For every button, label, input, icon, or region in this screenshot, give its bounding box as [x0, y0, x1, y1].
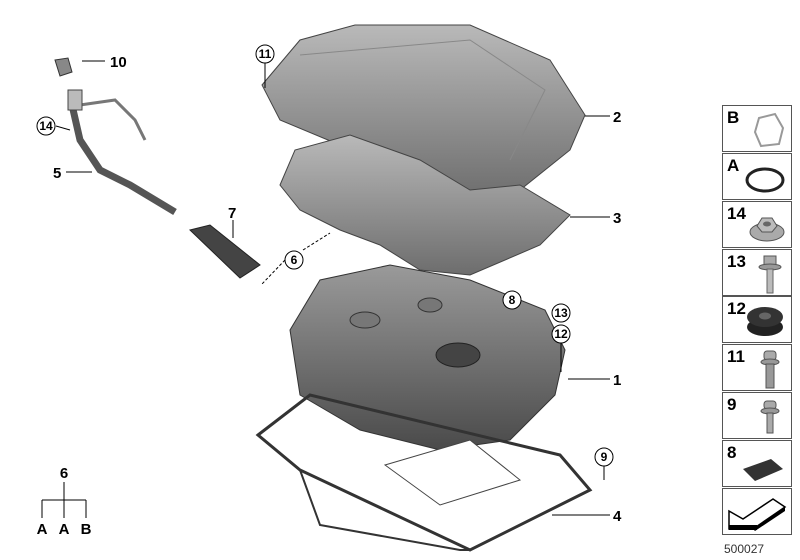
clamp-ring-icon — [753, 112, 785, 148]
tree-child: A — [59, 521, 70, 538]
hex-bolt-icon — [758, 255, 782, 294]
callout-circle — [551, 303, 571, 323]
callout-4: 4 — [613, 508, 622, 525]
legend-item-a[interactable]: A — [722, 153, 792, 200]
callout-14: 14 — [39, 119, 53, 133]
callout-6: 6 — [291, 253, 298, 267]
tree-child: A — [37, 521, 48, 538]
filler-pipe — [54, 57, 177, 216]
callout-1: 1 — [613, 372, 621, 389]
arrow-icon — [728, 498, 787, 531]
assembly-tree: 6 A A B — [37, 465, 92, 538]
torx-bolt-short-icon — [760, 400, 780, 434]
tree-child: B — [81, 521, 92, 538]
tank-tray — [255, 393, 593, 552]
legend-item-14[interactable]: 14 — [722, 201, 792, 248]
legend-item-9[interactable]: 9 — [722, 392, 792, 439]
legend-label: 11 — [727, 347, 745, 366]
legend-label: 8 — [727, 443, 737, 462]
rubber-grommet-icon — [747, 307, 783, 336]
exploded-parts-diagram: 10 14 5 7 6 11 2 3 8 13 12 1 9 4 6 A A B — [36, 24, 622, 552]
tree-root: 6 — [60, 465, 68, 482]
legend-item-b[interactable]: B — [722, 105, 792, 152]
callout-circle — [36, 116, 56, 136]
callout-circle — [502, 290, 522, 310]
legend-label: 13 — [727, 252, 746, 271]
callout-circle — [284, 250, 304, 270]
legend-item-13[interactable]: 13 — [722, 249, 792, 296]
callout-2: 2 — [613, 109, 621, 126]
torx-bolt-icon — [760, 350, 780, 389]
callout-7: 7 — [228, 205, 236, 222]
callout-8: 8 — [509, 293, 516, 307]
o-ring-seal-icon — [745, 167, 785, 193]
callout-10: 10 — [110, 54, 127, 71]
legend-label: 12 — [727, 299, 746, 318]
leader-lines — [55, 60, 610, 516]
legend-label: A — [727, 156, 740, 175]
callout-11: 11 — [259, 47, 272, 61]
callout-12: 12 — [554, 327, 568, 341]
legend-label: 9 — [727, 395, 737, 414]
callout-13: 13 — [554, 306, 568, 320]
lower-heat-shield — [279, 134, 571, 276]
legend-item-8[interactable]: 8 — [722, 440, 792, 487]
legend-item-12[interactable]: 12 — [722, 296, 792, 343]
hex-flange-nut-icon — [749, 217, 785, 242]
legend-item-11[interactable]: 11 — [722, 344, 792, 391]
fuel-connector — [189, 224, 261, 279]
callout-9: 9 — [601, 450, 608, 464]
foam-pad-icon — [743, 459, 783, 481]
callout-3: 3 — [613, 210, 621, 227]
callout-circle — [594, 447, 614, 467]
callout-circle — [255, 44, 275, 64]
fuel-tank — [289, 264, 566, 451]
legend-label: B — [727, 108, 740, 127]
callout-circle — [551, 324, 571, 344]
diagram-id: 500027 — [724, 542, 765, 556]
callout-5: 5 — [53, 165, 61, 182]
legend-label: 14 — [727, 204, 746, 223]
legend-item-arrow[interactable] — [722, 488, 792, 535]
